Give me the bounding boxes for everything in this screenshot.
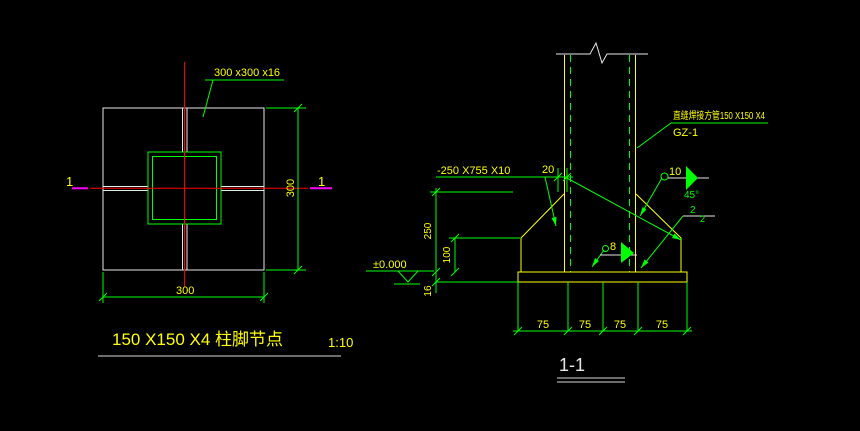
weld-size-text: 10 — [669, 166, 681, 178]
level-mark: ±0.000 — [366, 259, 434, 285]
dim-16-text: 16 — [423, 285, 434, 297]
fillet-weld-icon — [686, 166, 698, 190]
dim-tick — [293, 103, 303, 113]
leader-arrow-icon — [551, 217, 557, 226]
column-note: 直缝焊接方管150 X150 X4 GZ-1 — [636, 109, 768, 149]
dim-75-text: 75 — [614, 319, 626, 331]
weld-leader-line — [640, 215, 684, 269]
leader-arrow-icon — [641, 259, 649, 268]
break-line — [556, 41, 648, 65]
section-title: 1-1 — [559, 355, 585, 375]
note-leader-line — [564, 176, 682, 241]
dim-250-text: 250 — [423, 222, 434, 239]
dim-tick — [553, 172, 563, 182]
dim-tick — [259, 292, 269, 302]
plate-size-note: 300 x300 x16 — [214, 67, 280, 79]
dim-tick — [98, 292, 108, 302]
level-mark-text: ±0.000 — [373, 259, 407, 271]
weld-leg-text: 2 — [700, 214, 705, 224]
dim-20 — [551, 168, 573, 192]
dim-right-300-text: 300 — [285, 179, 297, 197]
dim-tick — [562, 172, 572, 182]
dim-base-chain — [513, 282, 692, 336]
leader-arrow-icon — [592, 258, 599, 267]
column-note-text: 直缝焊接方管150 X150 X4 — [673, 109, 765, 122]
section-view: 75 75 75 75 ±0.000 250 100 16 -250 X7 — [366, 41, 768, 383]
dim-bottom-300-text: 300 — [176, 285, 194, 297]
plan-view: 1 1 300 x300 x16 300 300 150 X150 X4 柱脚节… — [66, 62, 353, 357]
dim-75-text: 75 — [579, 319, 591, 331]
dim-tick — [431, 267, 441, 277]
dim-tick — [633, 326, 643, 336]
leader-arrow-icon — [672, 233, 681, 240]
dim-tick — [450, 267, 460, 277]
dim-tick — [293, 265, 303, 275]
level-triangle-icon — [396, 270, 420, 283]
dim-20-text: 20 — [542, 164, 554, 176]
plan-scale: 1:10 — [328, 335, 353, 350]
base-plate-section — [517, 271, 688, 283]
dim-stack-left — [430, 187, 520, 293]
section-mark-left: 1 — [66, 174, 73, 189]
dim-tick — [513, 326, 523, 336]
dim-75-text: 75 — [656, 319, 668, 331]
note-leader-line — [202, 79, 214, 118]
weld-leg-text: 2 — [690, 205, 696, 216]
dim-bottom-300 — [98, 272, 269, 303]
dim-100-text: 100 — [442, 246, 453, 263]
dim-tick — [682, 326, 692, 336]
stiffener-right — [635, 193, 682, 272]
plan-title: 150 X150 X4 柱脚节点 — [112, 330, 283, 349]
weld-angle-text: 45° — [684, 190, 699, 201]
weld-size-text: 8 — [610, 241, 616, 253]
weld-all-around-icon — [602, 245, 609, 252]
dim-right-300 — [266, 103, 306, 275]
leader-arrow-icon — [640, 207, 647, 216]
dim-tick — [598, 326, 608, 336]
dim-75-text: 75 — [537, 319, 549, 331]
base-plate-outline — [102, 107, 265, 271]
stiffener-note-text: -250 X755 X10 — [437, 165, 510, 177]
stiffener-left — [520, 193, 565, 272]
weld-symbol-left: 8 — [591, 241, 637, 268]
column-mark-text: GZ-1 — [673, 127, 698, 139]
weld-all-around-icon — [660, 172, 669, 181]
weld-symbol-right: 10 45° 2 2 — [639, 166, 715, 269]
note-leader-line — [636, 122, 672, 149]
rib-plate-lines — [103, 108, 264, 270]
section-mark-right: 1 — [318, 174, 325, 189]
fillet-weld-icon — [621, 242, 634, 263]
dim-tick — [563, 326, 573, 336]
